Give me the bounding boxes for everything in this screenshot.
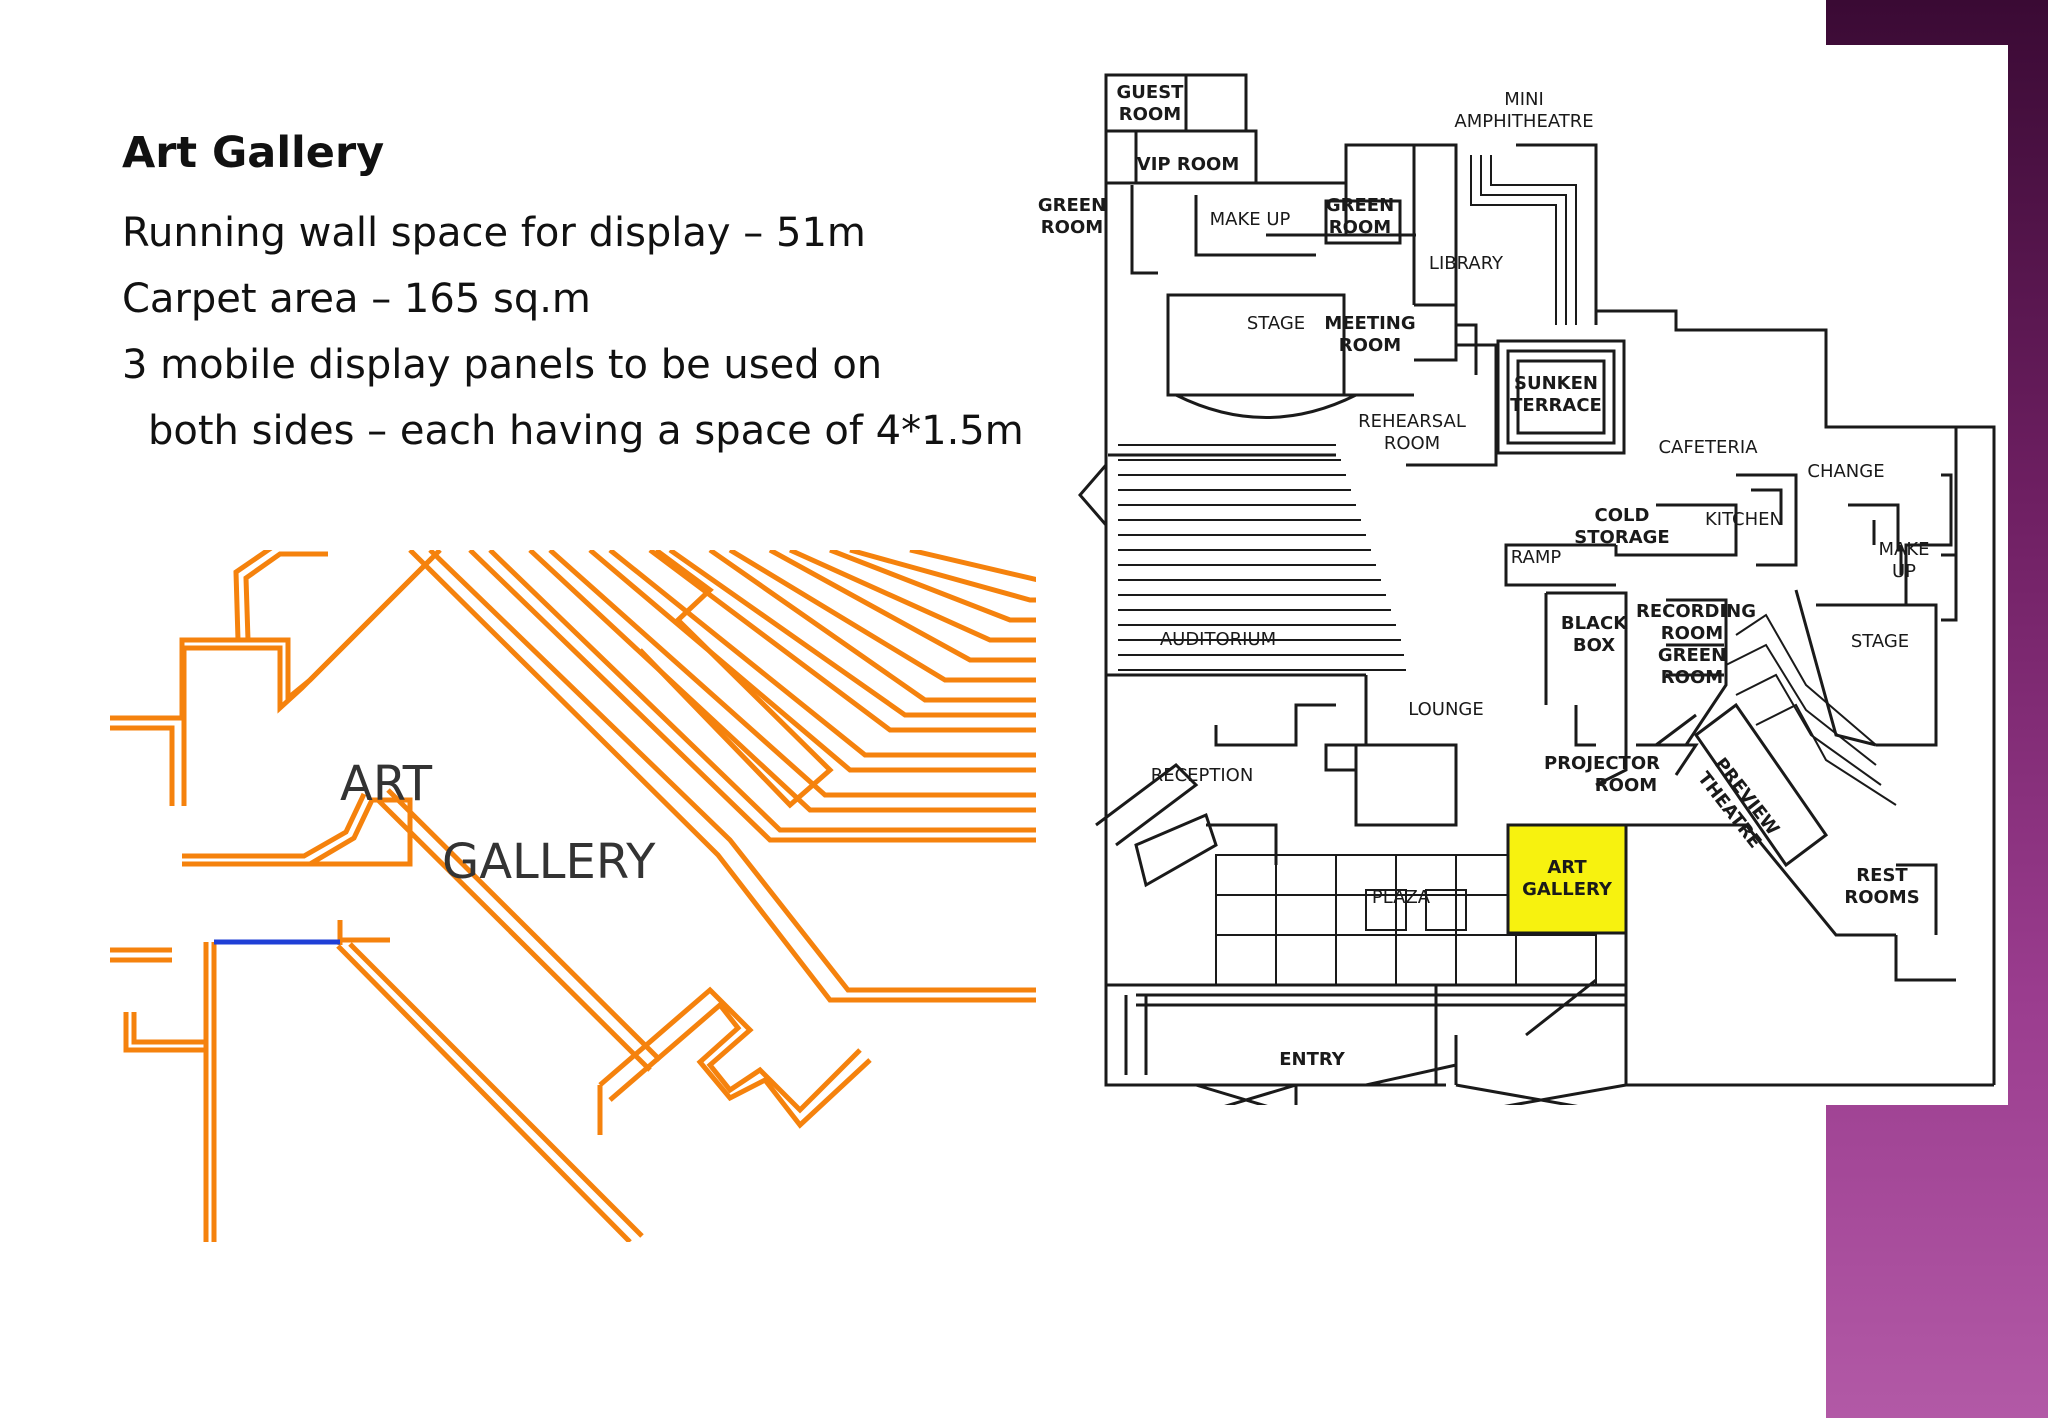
- label-green-room-left-1: GREEN: [1038, 195, 1106, 216]
- label-mini-amphitheatre-2: AMPHITHEATRE: [1454, 111, 1593, 132]
- label-black-box-1: BLACK: [1561, 613, 1628, 634]
- label-cold-storage-1: COLD: [1595, 505, 1650, 526]
- panels-line: 3 mobile display panels to be used on: [122, 341, 883, 388]
- label-projector-room-1: PROJECTOR: [1544, 753, 1660, 774]
- label-plaza: PLAZA: [1372, 887, 1431, 908]
- label-auditorium: AUDITORIUM: [1160, 629, 1276, 650]
- label-make-up: MAKE UP: [1210, 209, 1291, 230]
- label-sunken-terrace-2: TERRACE: [1510, 395, 1602, 416]
- label-rehearsal-room-1: REHEARSAL: [1358, 411, 1466, 432]
- label-cold-storage-2: STORAGE: [1574, 527, 1669, 548]
- art-gallery-highlight: [1506, 823, 1628, 935]
- wall-space-line: Running wall space for display – 51m: [122, 209, 866, 256]
- label-recording-room-2: ROOM: [1661, 623, 1723, 644]
- label-reception: RECEPTION: [1151, 765, 1254, 786]
- label-art-gallery-1: ART: [1547, 857, 1587, 878]
- slide-text-block: Art Gallery Running wall space for displ…: [122, 128, 1024, 464]
- label-ramp: RAMP: [1511, 547, 1562, 568]
- label-guest-room-2: ROOM: [1119, 104, 1181, 125]
- label-sunken-terrace-1: SUNKEN: [1514, 373, 1598, 394]
- label-make-up-right-2: UP: [1892, 561, 1916, 582]
- label-cafeteria: CAFETERIA: [1658, 437, 1758, 458]
- label-stage-main: STAGE: [1247, 313, 1305, 334]
- label-kitchen: KITCHEN: [1705, 509, 1783, 530]
- label-meeting-room-1: MEETING: [1324, 313, 1415, 334]
- label-vip-room: VIP ROOM: [1137, 154, 1239, 175]
- site-floor-plan: GUEST ROOM VIP ROOM MINI AMPHITHEATRE GR…: [1036, 45, 2008, 1125]
- detail-label-gallery: GALLERY: [442, 834, 656, 890]
- label-make-up-right-1: MAKE: [1878, 539, 1929, 560]
- label-mini-amphitheatre-1: MINI: [1504, 89, 1544, 110]
- label-library: LIBRARY: [1429, 253, 1504, 274]
- label-rehearsal-room-2: ROOM: [1384, 433, 1440, 454]
- label-green-room-mid-1: GREEN: [1658, 645, 1726, 666]
- site-plan-drawing: GUEST ROOM VIP ROOM MINI AMPHITHEATRE GR…: [1038, 73, 1996, 1125]
- detail-label-art: ART: [340, 756, 433, 812]
- label-green-room-right-1: GREEN: [1326, 195, 1394, 216]
- detail-walls: [110, 550, 1038, 1242]
- label-entry: ENTRY: [1279, 1049, 1346, 1070]
- label-green-room-right-2: ROOM: [1329, 217, 1391, 238]
- label-rest-rooms-2: ROOMS: [1844, 887, 1919, 908]
- label-projector-room-2: ROOM: [1595, 775, 1657, 796]
- label-green-room-left-2: ROOM: [1041, 217, 1103, 238]
- label-art-gallery-2: GALLERY: [1522, 879, 1613, 900]
- detail-plan-drawing: ART GALLERY: [110, 550, 1038, 1242]
- label-lounge: LOUNGE: [1408, 699, 1484, 720]
- label-green-room-mid-2: ROOM: [1661, 667, 1723, 688]
- panels-size-line: both sides – each having a space of 4*1.…: [148, 407, 1024, 454]
- label-black-box-2: BOX: [1573, 635, 1615, 656]
- label-guest-room-1: GUEST: [1117, 82, 1185, 103]
- carpet-area-line: Carpet area – 165 sq.m: [122, 275, 591, 322]
- label-recording-room-1: RECORDING: [1636, 601, 1756, 622]
- site-walls: [1078, 73, 1996, 1125]
- label-meeting-room-2: ROOM: [1339, 335, 1401, 356]
- art-gallery-detail-plan: ART GALLERY: [110, 550, 1038, 1242]
- label-stage-right: STAGE: [1851, 631, 1909, 652]
- label-change: CHANGE: [1807, 461, 1884, 482]
- label-rest-rooms-1: REST: [1856, 865, 1908, 886]
- slide-title: Art Gallery: [122, 128, 385, 178]
- room-labels: GUEST ROOM VIP ROOM MINI AMPHITHEATRE GR…: [1038, 82, 1930, 1070]
